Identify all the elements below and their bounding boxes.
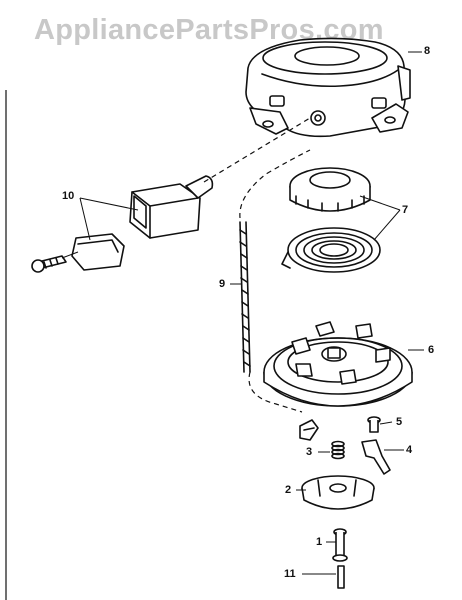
callout-7: 7 <box>402 204 409 216</box>
callout-2: 2 <box>285 484 292 496</box>
rope-part-9 <box>239 221 251 373</box>
callout-5: 5 <box>396 416 403 428</box>
callout-4: 4 <box>406 444 413 456</box>
screw-part-1 <box>332 528 348 562</box>
callout-3: 3 <box>306 446 313 458</box>
callout-8: 8 <box>424 45 431 57</box>
spring-part-7 <box>281 167 381 273</box>
callout-10: 10 <box>62 190 75 202</box>
pulley-part-6 <box>263 321 413 407</box>
screw-part-5 <box>367 416 381 433</box>
leader-7b <box>373 209 401 241</box>
housing-part-8 <box>245 37 411 138</box>
spring-part-3 <box>331 440 345 460</box>
clip-part-4 <box>361 439 391 475</box>
leader-7a <box>359 195 401 211</box>
rope-path-mid <box>239 149 311 219</box>
callout-9: 9 <box>219 278 226 290</box>
callout-1: 1 <box>316 536 323 548</box>
handle-part-10 <box>31 175 214 273</box>
callout-11: 11 <box>284 568 296 580</box>
pawl-small <box>299 419 319 441</box>
leader-5 <box>379 421 393 425</box>
leader-10b <box>79 197 139 211</box>
pin-part-11 <box>337 565 345 589</box>
retainer-part-2 <box>301 475 375 510</box>
leader-10a <box>79 197 91 241</box>
rope-path-upper <box>203 117 311 183</box>
rope-path-lower <box>248 371 303 413</box>
callout-6: 6 <box>428 344 435 356</box>
